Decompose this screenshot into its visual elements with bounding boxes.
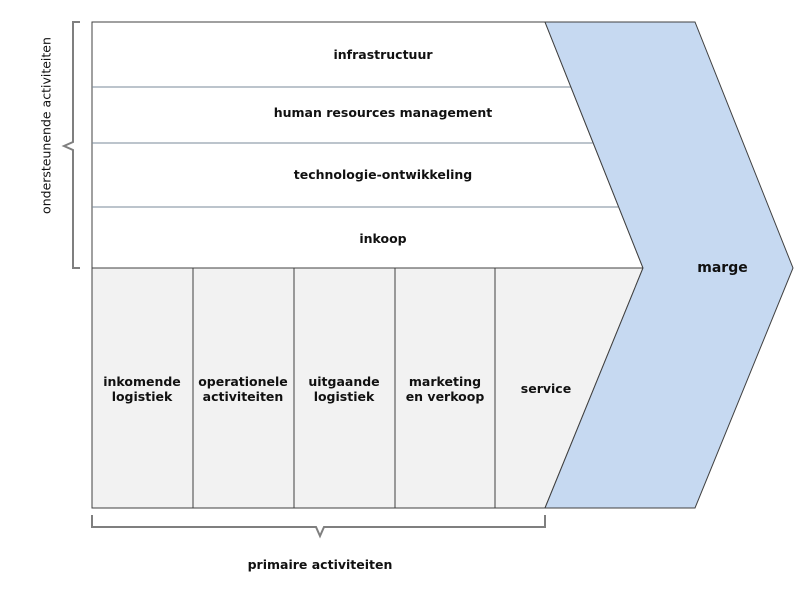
label-line: operationele (198, 374, 288, 389)
support-bracket (61, 21, 80, 269)
support-row-inkoop: inkoop (359, 231, 407, 246)
label-line: marketing (408, 374, 482, 389)
support-activities-label: ondersteunende activiteiten (38, 37, 54, 214)
label-line: logistiek (111, 389, 173, 404)
label-line: inkomende (103, 374, 181, 389)
support-row-technology: technologie-ontwikkeling (293, 167, 473, 182)
label-line: service (520, 381, 572, 396)
margin-label: marge (697, 260, 748, 276)
support-row-hrm: human resources management (273, 105, 493, 120)
label-line: logistiek (313, 389, 375, 404)
label-line: uitgaande (308, 374, 380, 389)
primary-activities-label: primaire activiteiten (247, 557, 393, 572)
primary-column-service: service (496, 381, 596, 396)
label-line: activiteiten (202, 389, 284, 404)
label-line: en verkoop (405, 389, 485, 404)
primary-bracket (91, 515, 546, 539)
margin-chevron (544, 21, 794, 509)
support-row-infrastructuur: infrastructuur (333, 47, 433, 62)
